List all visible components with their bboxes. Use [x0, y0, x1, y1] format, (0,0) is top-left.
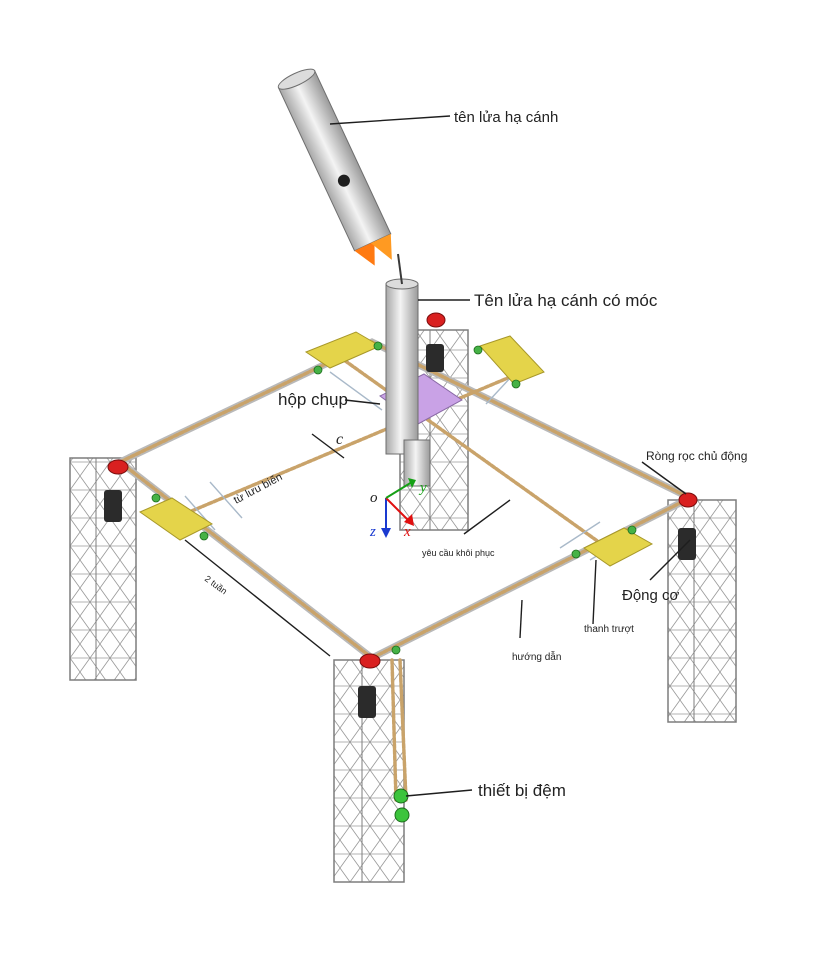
motors [104, 344, 696, 718]
pulleys [107, 312, 698, 669]
label-recovery: yêu cầu khôi phục [422, 548, 495, 558]
label-active-pulley: Ròng rọc chủ động [646, 449, 747, 463]
label-axis-z: z [369, 524, 376, 540]
pulley-right [678, 492, 698, 508]
label-rocket-hooked: Tên lửa hạ cánh có móc [474, 291, 658, 310]
cross-links [184, 371, 631, 561]
leader-lines [184, 115, 691, 797]
motor-right [678, 528, 696, 560]
pulley-back [426, 312, 446, 328]
slider-blocks [138, 331, 654, 567]
label-buffer: thiết bị đệm [478, 781, 566, 800]
label-dim-c: c [336, 431, 343, 448]
label-two-turns: 2 tuần [203, 574, 229, 597]
label-slider: thanh trượt [584, 624, 634, 635]
label-axis-y: y [418, 480, 427, 496]
rocket-landing [277, 68, 392, 266]
motor-front-left [104, 490, 122, 522]
label-rocket-landing: tên lửa hạ cánh [454, 109, 558, 126]
buffer-device [393, 788, 410, 823]
motor-back [426, 344, 444, 372]
pulley-front-center [359, 653, 381, 669]
coordinate-axes [381, 478, 416, 538]
rocket-hooked [385, 253, 431, 487]
label-capture-box: hộp chụp [278, 390, 348, 409]
tower-front-left [69, 457, 137, 681]
label-motor: Động cơ [622, 587, 680, 604]
motor-front-center [358, 686, 376, 718]
label-guide: hướng dẫn [512, 650, 561, 663]
label-axis-o: o [370, 490, 378, 506]
label-axis-x: x [403, 524, 411, 540]
pulley-front-left [107, 459, 129, 475]
